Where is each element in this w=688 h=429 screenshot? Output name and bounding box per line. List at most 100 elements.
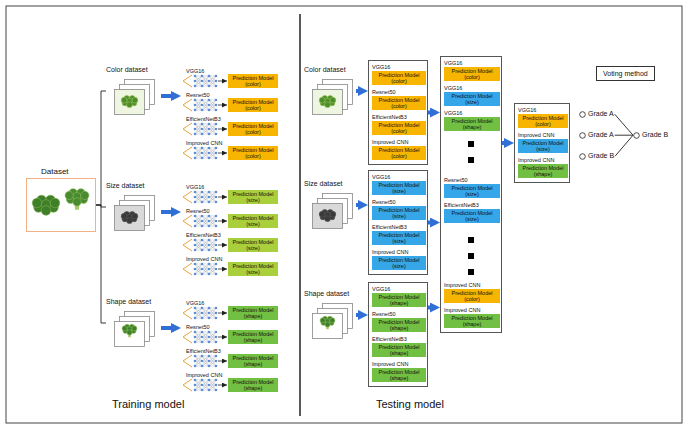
label-text: Prediction Model (color) [230,99,276,111]
input-cone [183,147,192,159]
photo-frame [313,204,343,229]
flow-arrow [428,306,436,310]
network-neuron [201,109,204,112]
label-text: Grade A [588,131,614,139]
network-neuron [208,307,211,310]
prediction-box: Prediction Model (color) [444,289,500,303]
label-text: Prediction Model (shape) [520,165,566,177]
input-cone [183,123,192,135]
network-icon [183,355,217,368]
network-neuron [201,215,204,218]
network-neuron [208,215,211,218]
network-neuron [194,273,197,276]
model-name: Resnet50 [186,208,210,214]
prediction-box: Prediction Model (size) [372,206,426,220]
dataset-stack: Size dataset [106,182,158,232]
prediction-box: Prediction Model (shape) [228,354,278,368]
label-text: Improved CNN [444,282,480,288]
prediction-box: Prediction Model (color) [228,74,278,88]
label-text: Prediction Model (color) [374,147,424,159]
dataset-stack: Color dataset [304,66,356,116]
broccoli-floret [127,218,133,224]
voting-method-box: Voting method [596,66,655,81]
grade-option: Grade A [578,110,614,118]
network-neuron [215,336,218,339]
label-text: Prediction Model (shape) [230,379,276,391]
network-neuron [201,365,204,368]
network-neuron [194,99,197,102]
broccoli-floret [330,211,336,217]
grade-result: Grade B [632,131,668,139]
selected-panel: VGG16Improved CNNImproved CNNPrediction … [514,103,570,183]
broccoli-floret [127,330,132,335]
model-panel: VGG16Resnet50EfficientNetB3Improved CNNP… [368,60,428,165]
model-name: Improved CNN [186,256,222,262]
model-name: Resnet50 [186,92,210,98]
model-panel: VGG16Resnet50EfficientNetB3Improved CNNP… [368,170,428,275]
label-text: Prediction Model (shape) [374,294,424,306]
network-icon [183,379,217,392]
input-cone [183,75,192,87]
small-arrow [218,81,227,82]
broccoli-floret [319,97,325,103]
network-neuron [208,389,211,392]
network-neuron [215,191,218,194]
model-group [161,307,227,392]
connector-line [615,135,633,136]
network-neuron [208,341,211,344]
flow-arrow [356,203,364,207]
input-cone [183,331,192,343]
prediction-box: Prediction Model (size) [228,214,278,228]
network-neuron [201,85,204,88]
photo-frame [313,314,343,339]
network-neuron [194,389,197,392]
ellipsis-square [468,253,474,259]
network-neuron [194,75,197,78]
grade-marker [579,111,586,118]
prediction-box: Prediction Model (color) [372,121,426,135]
input-cone [183,215,192,227]
small-arrow [218,245,227,246]
network-neuron [208,196,211,199]
network-neuron [201,196,204,199]
network-neuron [215,80,218,83]
network-neuron [215,244,218,247]
network-neuron [194,365,197,368]
ellipsis-square [468,269,474,275]
network-neuron [215,109,218,112]
network-neuron [201,379,204,382]
prediction-box: Prediction Model (shape) [372,293,426,307]
network-neuron [194,331,197,334]
network-neuron [208,336,211,339]
ellipsis-square [468,141,474,147]
image-stack [114,79,156,115]
prediction-box: Prediction Model (shape) [372,318,426,332]
network-neuron [208,85,211,88]
label-text: Prediction Model (shape) [446,118,498,130]
network-neuron [201,201,204,204]
label-text: Improved CNN [372,361,408,367]
network-neuron [208,249,211,252]
network-neuron [201,133,204,136]
grade-marker [579,153,586,160]
network-neuron [215,201,218,204]
image-stack [312,193,354,229]
label-text: VGG16 [444,110,462,116]
label-text: Resnet50 [444,177,468,183]
small-arrow [218,105,227,106]
network-neuron [208,273,211,276]
network-neuron [194,220,197,223]
network-neuron [194,191,197,194]
network-neuron [208,384,211,387]
prediction-box: Prediction Model (color) [228,122,278,136]
photo-frame [318,85,348,110]
network-icon [183,239,217,252]
network-neuron [208,147,211,150]
network-neuron [208,365,211,368]
network-neuron [208,133,211,136]
grade-marker [633,132,640,139]
network-neuron [215,147,218,150]
network-neuron [215,263,218,266]
network-neuron [208,75,211,78]
network-neuron [201,239,204,242]
